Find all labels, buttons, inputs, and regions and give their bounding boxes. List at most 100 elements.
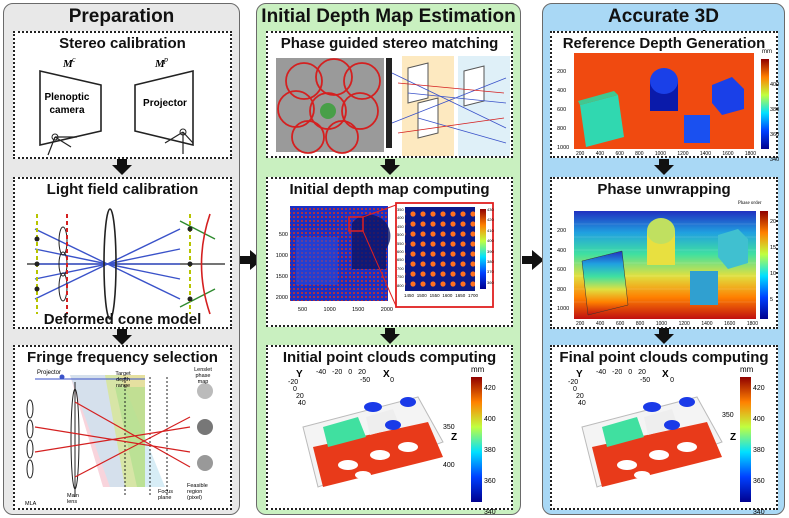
ref-xtick: 1200: [677, 151, 689, 157]
zoom-cbar-tick: 410: [487, 227, 494, 233]
final-cbar-tick: 400: [753, 416, 765, 423]
final-tick: 20: [638, 369, 646, 376]
fringe-target-3: range: [116, 383, 130, 389]
ref-cbar-tick: 340: [770, 157, 780, 163]
unwrap-xtick: 600: [615, 321, 625, 327]
zoom-cbar-tick: 370: [487, 269, 494, 275]
zoom-cbar-tick: 390: [487, 248, 494, 254]
unwrap-ytick: 400: [557, 247, 567, 254]
ref-xtick: 200: [576, 151, 585, 157]
unwrap-xticks: 200 400 600 800 1000 1200 1400 1600 1800: [576, 321, 758, 327]
depth-xtick: 2000: [380, 307, 393, 313]
zoom-ytick: 650: [397, 257, 404, 263]
ref-corner-unit: mm: [762, 49, 772, 55]
final-cbar-tick: 420: [753, 385, 765, 392]
panel-title-fringe: Fringe frequency selection: [27, 349, 218, 366]
unwrap-yticks: 200 400 600 800 1000: [557, 222, 569, 320]
final-unit-label: mm: [740, 365, 754, 374]
ref-yticks: 200 400 600 800 1000: [557, 63, 569, 158]
fringe-feasible-1: Feasible: [187, 483, 208, 489]
unwrap-xtick: 1400: [701, 321, 713, 327]
zoom-cbar-ticks: 430 420 410 400 390 380 370 360: [487, 205, 495, 288]
panel-title-phase-guided: Phase guided stereo matching: [280, 35, 499, 52]
zoom-xtick: 1450: [404, 293, 415, 298]
ref-cbar-tick: 400: [770, 82, 780, 88]
depth-ytick: 2000: [275, 295, 288, 301]
depth-xticks: 500 1000 1500 2000: [298, 307, 393, 313]
pc-tick: -20: [288, 379, 299, 386]
zoom-xticks: 1450 1500 1550 1600 1650 1700: [404, 293, 478, 298]
pc-tick: -20: [332, 369, 343, 376]
reference-depth-image: [574, 53, 769, 149]
final-cbar-ticks: 420 400 380 360 340: [753, 373, 765, 518]
initial-depth-map-image: [290, 202, 494, 308]
panel-phase-guided: Phase guided stereo matching: [266, 31, 513, 158]
final-tick: 0: [573, 386, 577, 393]
zoom-xtick: 1550: [429, 293, 440, 298]
ref-xtick: 1400: [699, 151, 711, 157]
ref-ytick: 600: [557, 107, 567, 113]
zoom-ytick: 450: [397, 223, 404, 229]
fringe-main-1: Main: [67, 493, 79, 499]
panel-title-reference-depth: Reference Depth Generation: [562, 35, 766, 52]
pc-y-label: Y: [296, 369, 303, 380]
arrow-down-1: [112, 159, 132, 175]
final-tick: 0: [670, 377, 675, 384]
zoom-cbar-tick: 430: [487, 207, 494, 212]
unwrap-xtick: 1200: [678, 321, 690, 327]
stereo-calibration-diagram: M c M p Plenoptic camera Projector: [39, 55, 194, 156]
zoom-xtick: 1600: [442, 293, 453, 298]
pc-tick: -50: [360, 377, 371, 384]
fringe-feasible-2: region: [187, 489, 202, 495]
final-cbar-tick: 340: [753, 509, 765, 516]
panel-initial-point-clouds: Initial point clouds computing Y X Z mm …: [266, 345, 513, 516]
ref-xtick: 1800: [744, 151, 756, 157]
final-tick: -20: [612, 369, 623, 376]
depth-ytick: 500: [278, 232, 288, 238]
panel-title-stereo-calibration: Stereo calibration: [59, 35, 186, 52]
pc-tick: 20: [296, 393, 304, 400]
panel-initial-depth-map: Initial depth map computing: [266, 177, 513, 327]
unwrap-cbar-tick: 10: [770, 271, 777, 277]
panel-title-phase-unwrapping: Phase unwrapping: [597, 181, 731, 198]
arrow-right-2: [522, 250, 544, 270]
arrow-down-3: [380, 159, 400, 175]
pc-cbar-tick: 380: [484, 447, 496, 454]
unwrap-ytick: 200: [557, 228, 567, 234]
zoom-cbar-tick: 360: [487, 279, 494, 285]
column-preparation: Preparation Stereo calibration M c M p P…: [3, 3, 240, 515]
zoom-yticks: 350 400 450 500 550 600 650 700 750 800: [397, 206, 405, 290]
depth-yticks: 500 1000 1500 2000: [270, 225, 288, 309]
fringe-lenslet-1: Lenslet: [194, 367, 212, 373]
phase-unwrapping-image: [574, 211, 768, 319]
pc-tick: 0: [293, 386, 297, 393]
final-tick: -20: [568, 379, 579, 386]
ref-xtick: 600: [615, 151, 624, 157]
fringe-feasible-3: (pixel): [187, 495, 202, 501]
ref-cbar-tick: 360: [770, 132, 780, 138]
mc-sup: c: [72, 55, 76, 64]
depth-xtick: 1500: [352, 307, 365, 313]
pc-cbar-tick: 360: [484, 478, 496, 485]
panel-title-initial-depth: Initial depth map computing: [289, 181, 490, 198]
ref-ytick: 800: [557, 126, 567, 132]
pc-x-label: X: [383, 369, 390, 380]
fringe-lenslet-2: phase: [196, 373, 211, 379]
final-ticks-z: 350: [722, 412, 734, 419]
column-title-initial-depth: Initial Depth Map Estimation: [261, 6, 516, 27]
final-tick: 40: [578, 400, 586, 407]
pc-ticks-z: 350 400: [443, 409, 455, 485]
panel-reference-depth: Reference Depth Generation: [550, 31, 780, 163]
fringe-target-1: Target: [115, 371, 131, 377]
pc-tick: 20: [358, 369, 366, 376]
zoom-xtick: 1500: [416, 293, 427, 298]
unwrap-ytick: 800: [557, 286, 567, 293]
depth-ytick: 1000: [275, 253, 288, 259]
zoom-ytick: 500: [397, 232, 404, 238]
zoom-ytick: 350: [397, 207, 404, 212]
zoom-ytick: 550: [397, 240, 404, 246]
unwrap-xtick: 1600: [724, 321, 736, 327]
camera-label-2: camera: [49, 105, 84, 116]
fringe-diagram: Projector Target depth range Lenslet pha…: [25, 367, 213, 507]
unwrap-corner-label: Phase order: [738, 201, 762, 206]
